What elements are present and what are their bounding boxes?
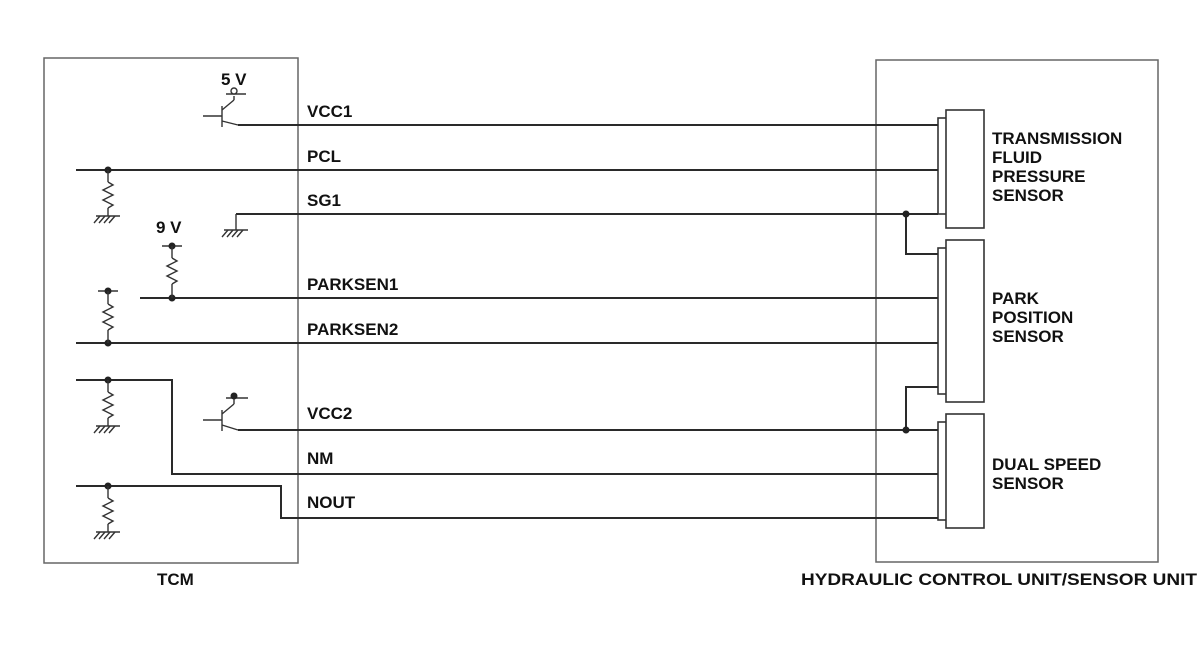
module-label-tcm: TCM — [157, 570, 194, 589]
signal-label-nm: NM — [307, 449, 333, 468]
supply-label-9v: 9 V — [156, 218, 182, 237]
signal-label-sg1: SG1 — [307, 191, 341, 210]
sensor-label-line: PRESSURE — [992, 167, 1086, 186]
signal-label-parksen1: PARKSEN1 — [307, 275, 398, 294]
supply-label-5v: 5 V — [221, 70, 247, 89]
wire-nout — [76, 482, 938, 519]
module-label-hcu: HYDRAULIC CONTROL UNIT/SENSOR UNIT — [801, 570, 1198, 589]
pullup-resistor-parksen2 — [98, 287, 118, 343]
pulldown-resistor-pcl — [93, 170, 120, 224]
signal-label-parksen2: PARKSEN2 — [307, 320, 398, 339]
signal-label-nout: NOUT — [307, 493, 356, 512]
wire-sg1 — [236, 210, 938, 255]
dss-sensor-connector — [937, 413, 985, 529]
sensor-label-pps: PARK POSITION SENSOR — [992, 289, 1073, 346]
signal-label-pcl: PCL — [307, 147, 341, 166]
sensor-label-tfp: TRANSMISSION FLUID PRESSURE SENSOR — [992, 129, 1122, 205]
tcm-box — [43, 57, 299, 564]
sensor-label-line: POSITION — [992, 308, 1073, 327]
pps-sensor-connector — [937, 239, 985, 403]
signal-label-vcc1: VCC1 — [307, 102, 352, 121]
hcu-box — [875, 59, 1159, 563]
transistor-vcc1 — [203, 87, 246, 127]
wire-pcl — [76, 166, 938, 174]
sensor-label-line: TRANSMISSION — [992, 129, 1122, 148]
transistor-vcc2 — [203, 392, 248, 431]
sensor-label-line: FLUID — [992, 148, 1042, 167]
wire-parksen2 — [76, 339, 938, 347]
sensor-label-line: DUAL SPEED — [992, 455, 1101, 474]
wire-vcc2 — [238, 386, 938, 434]
signal-label-vcc2: VCC2 — [307, 404, 352, 423]
sensor-label-line: SENSOR — [992, 327, 1064, 346]
pullup-resistor-9v — [162, 242, 182, 298]
tfp-sensor-connector — [937, 109, 985, 229]
sensor-label-line: SENSOR — [992, 186, 1064, 205]
sensor-label-line: SENSOR — [992, 474, 1064, 493]
pulldown-resistor-nout — [93, 486, 120, 540]
sensor-label-line: PARK — [992, 289, 1040, 308]
wire-parksen1 — [140, 294, 938, 302]
ground-symbol-sg1 — [221, 214, 248, 238]
pulldown-resistor-nm — [93, 380, 120, 434]
wire-nm — [76, 376, 938, 475]
sensor-label-dss: DUAL SPEED SENSOR — [992, 455, 1101, 493]
